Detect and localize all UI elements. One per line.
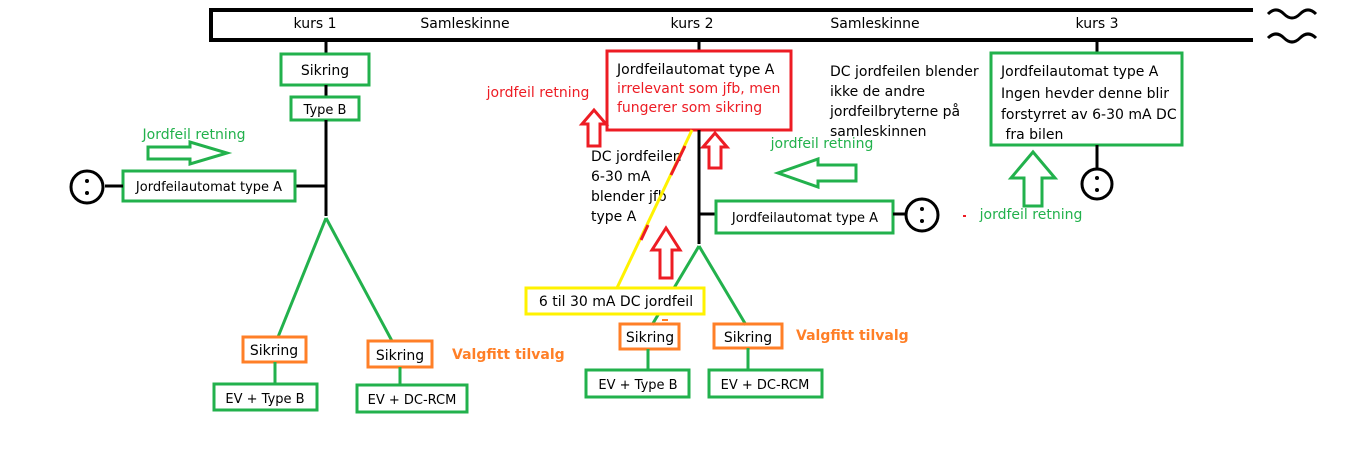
- kurs2-dc-fault-path-red-2: [639, 224, 650, 241]
- kurs2-dc-fault-line-2: 6-30 mA: [591, 169, 651, 185]
- kurs1-ev-right-box: [355, 383, 469, 414]
- kurs2-fault-box: [524, 286, 706, 316]
- kurs2-dc-fault-line-4: type A: [591, 209, 637, 225]
- kurs1-type-b-label: Type B: [303, 103, 347, 118]
- kurs1-outlet-pin-bottom: [85, 191, 89, 195]
- kurs3-outlet-pin-bottom: [1095, 188, 1099, 192]
- kurs1-label: kurs 1: [294, 16, 337, 32]
- kurs3-rcd-line-3: forstyrret av 6-30 mA DC: [1001, 107, 1177, 123]
- kurs1-ev-left-box: [212, 382, 319, 412]
- kurs2-red-arrow-up-1-icon: [578, 107, 610, 148]
- kurs1-sikring-right-label: Sikring: [376, 348, 424, 364]
- kurs3-rcd-line-4: fra bilen: [1001, 127, 1063, 143]
- kurs2-red-arrow-up-2-icon: [699, 130, 731, 170]
- kurs1-rcd-label: Jordfeilautomat type A: [135, 180, 282, 195]
- samleskinne-label-2: Samleskinne: [830, 16, 919, 32]
- kurs2-label: kurs 2: [671, 16, 714, 32]
- kurs2-branch-rcd-label: Jordfeilautomat type A: [731, 211, 878, 226]
- kurs2-outlet-pin-bottom: [920, 219, 924, 223]
- kurs2-sikring-left-label: Sikring: [626, 330, 674, 346]
- kurs2-ev-left-box: [584, 368, 691, 399]
- blind-note-line-4: samleskinnen: [830, 124, 927, 140]
- kurs3-direction-label: jordfeil retning: [979, 207, 1083, 223]
- kurs2-red-arrow-up-3-icon: [649, 225, 683, 280]
- kurs2-fault-label: 6 til 30 mA DC jordfeil: [539, 294, 693, 310]
- kurs2-rcd-note-1: irrelevant som jfb, men: [617, 81, 780, 97]
- kurs2-dc-fault-line-3: blender jfb: [591, 189, 667, 205]
- kurs3-rcd-box: [989, 51, 1184, 147]
- kurs1-sikring-left-label: Sikring: [250, 343, 298, 359]
- kurs1-ev-left-label: EV + Type B: [225, 392, 304, 407]
- kurs1-optional-label: Valgfitt tilvalg: [452, 347, 565, 363]
- kurs1-sikring-label: Sikring: [301, 63, 349, 79]
- kurs2-green-direction-label: jordfeil retning: [770, 136, 874, 152]
- kurs2-dc-fault-line-1: DC jordfeilen: [591, 149, 682, 165]
- samleskinne-label-1: Samleskinne: [420, 16, 509, 32]
- kurs3-rcd-line-2: Ingen hevder denne blir: [1001, 86, 1169, 102]
- kurs3-rcd-line-1: Jordfeilautomat type A: [1000, 64, 1159, 80]
- kurs2-dc-fault-path-red-1: [669, 145, 687, 176]
- kurs2-outlet-pin-top: [920, 207, 924, 211]
- kurs2-ev-right-box: [707, 368, 824, 399]
- kurs2-branch-rcd-box: [714, 199, 895, 235]
- kurs2-outlet-icon: [904, 197, 940, 233]
- kurs1-branch-right: [324, 217, 394, 342]
- kurs2-optional-label: Valgfitt tilvalg: [796, 328, 909, 344]
- kurs2-rcd-note-2: fungerer som sikring: [617, 100, 762, 116]
- kurs1-arrow-right-icon: [146, 139, 233, 167]
- kurs2-rcd-title: Jordfeilautomat type A: [616, 62, 775, 78]
- kurs3-arrow-up-icon: [1007, 149, 1059, 208]
- blind-note-line-3: jordfeilbryterne på: [829, 103, 960, 120]
- kurs2-sikring-right-label: Sikring: [724, 330, 772, 346]
- kurs2-red-direction-label: jordfeil retning: [486, 85, 590, 101]
- busbar-break-symbol-bottom: [1266, 32, 1318, 44]
- kurs3-outlet-pin-top: [1095, 176, 1099, 180]
- kurs2-ev-left-label: EV + Type B: [598, 378, 677, 393]
- kurs1-outlet-pin-top: [85, 179, 89, 183]
- kurs2-arrow-left-icon: [773, 156, 858, 190]
- kurs2-ev-right-label: EV + DC-RCM: [721, 378, 810, 393]
- kurs1-branch-left: [276, 217, 328, 338]
- blind-note-line-1: DC jordfeilen blender: [830, 64, 979, 80]
- busbar-break-symbol-top: [1266, 8, 1318, 20]
- blind-note-line-2: ikke de andre: [830, 84, 925, 100]
- kurs1-direction-label: Jordfeil retning: [142, 127, 246, 143]
- kurs3-label: kurs 3: [1076, 16, 1119, 32]
- kurs2-branch-right: [697, 245, 748, 326]
- kurs1-ev-right-label: EV + DC-RCM: [368, 393, 457, 408]
- kurs3-outlet-icon: [1080, 167, 1114, 201]
- kurs1-outlet-icon: [69, 169, 105, 205]
